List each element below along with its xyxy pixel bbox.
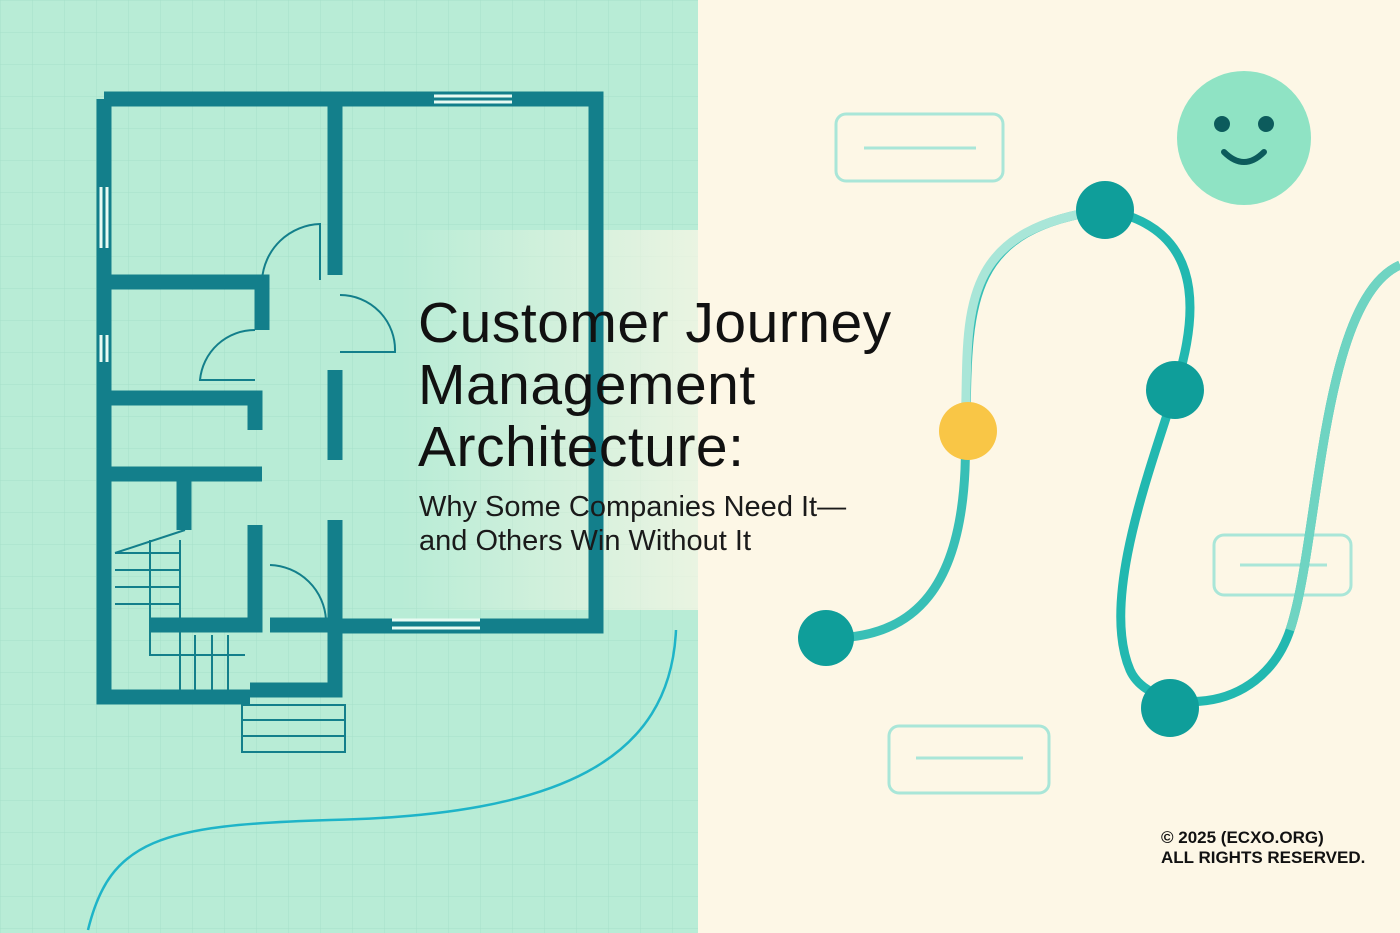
journey-node	[1076, 181, 1134, 239]
copyright-line: © 2025 (ECXO.ORG)	[1161, 828, 1324, 847]
blueprint-background	[0, 0, 698, 933]
title-line: Customer Journey	[418, 291, 892, 355]
copyright-line: ALL RIGHTS RESERVED.	[1161, 848, 1366, 867]
page-title: Customer Journey Management Architecture…	[418, 292, 892, 478]
floor-plan	[96, 91, 604, 753]
copyright-notice: © 2025 (ECXO.ORG) ALL RIGHTS RESERVED.	[1161, 828, 1365, 868]
journey-node	[798, 610, 854, 666]
journey-map	[798, 71, 1400, 795]
journey-node-highlight	[939, 402, 997, 460]
card-bottom	[887, 724, 1051, 795]
thin-journey-line	[86, 629, 678, 931]
subtitle-line: and Others Win Without It	[419, 525, 752, 557]
subtitle-line: Why Some Companies Need It—	[419, 491, 847, 523]
title-line: Management	[418, 353, 756, 417]
journey-node	[1146, 361, 1204, 419]
subtitle: Why Some Companies Need It— and Others W…	[419, 490, 846, 558]
title-line: Architecture:	[418, 415, 745, 479]
journey-node	[1141, 679, 1199, 737]
card-right	[1212, 533, 1353, 597]
card-top	[834, 112, 1005, 183]
smiley-icon	[1177, 71, 1311, 205]
